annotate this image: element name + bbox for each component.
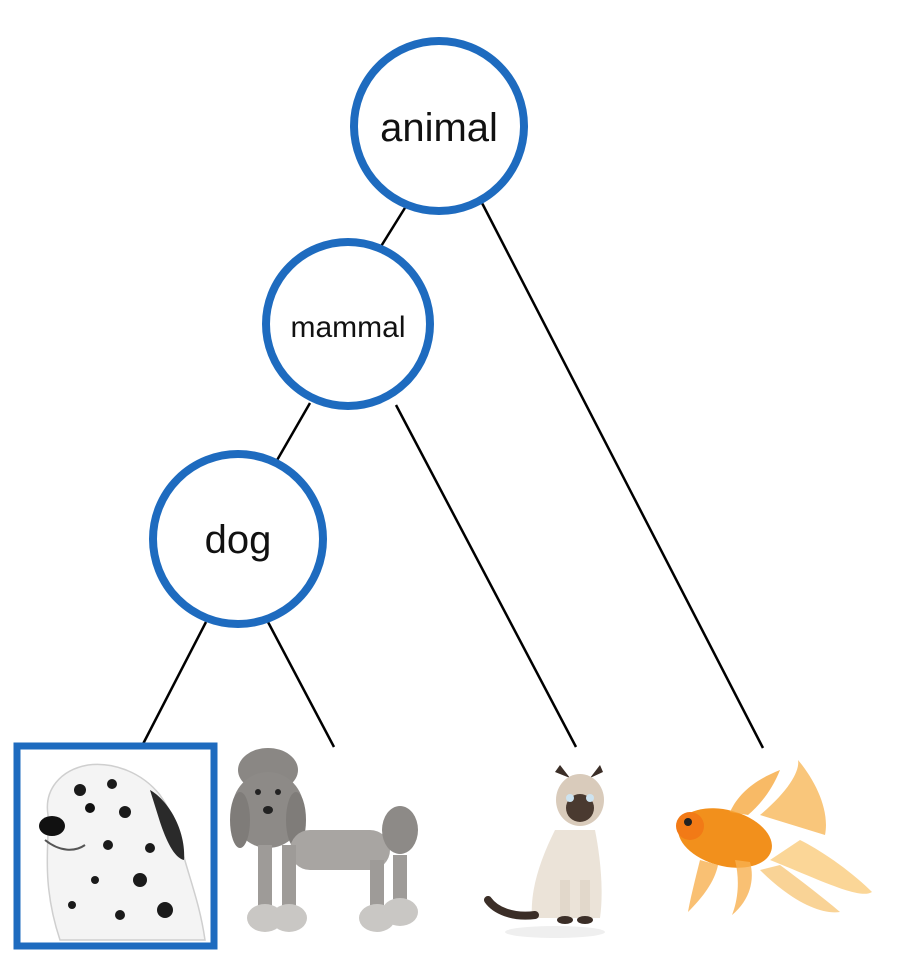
siamese-cat-image (484, 765, 605, 938)
leaf-poodle[interactable] (230, 748, 418, 932)
node-dog[interactable]: dog (149, 450, 327, 628)
poodle-dog-image (230, 748, 418, 932)
node-mammal-circle (262, 238, 434, 410)
node-animal-circle (350, 37, 528, 215)
dalmatian-dog-image (39, 763, 206, 941)
node-dog-label: dog (205, 518, 272, 562)
leaf-goldfish[interactable] (671, 760, 872, 915)
node-animal-label: animal (380, 106, 498, 150)
node-mammal-label: mammal (290, 311, 405, 344)
leaf-dalmatian[interactable] (13, 742, 218, 950)
edge-dog-dalmatian (141, 621, 208, 745)
node-dog-circle (149, 450, 327, 628)
node-mammal[interactable]: mammal (262, 238, 434, 410)
leaf-cat[interactable] (484, 765, 605, 938)
edge-animal-goldfish (480, 202, 765, 749)
node-animal[interactable]: animal (350, 37, 528, 215)
edge-dog-poodle (266, 621, 336, 748)
goldfish-image (676, 760, 872, 915)
edge-mammal-dog (274, 402, 312, 463)
edge-animal-mammal (378, 202, 410, 249)
tree-edges (141, 202, 765, 749)
edge-mammal-cat (394, 404, 578, 748)
